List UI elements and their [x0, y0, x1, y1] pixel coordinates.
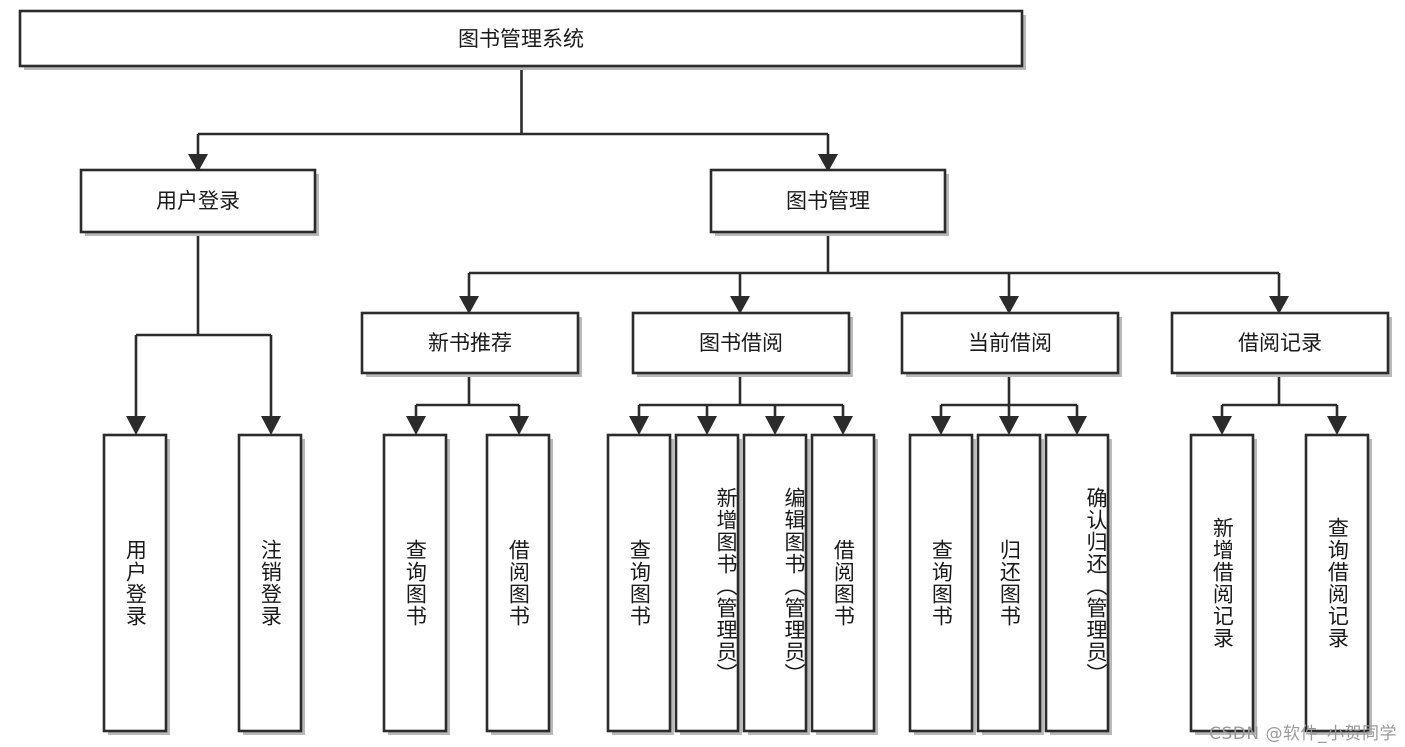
node-leaf-query-book-1[interactable]	[382, 433, 450, 735]
node-leaf-logout-login[interactable]	[237, 433, 305, 735]
arrow-leaf-query-book-1	[406, 416, 426, 435]
node-borrow-record-label: 借阅记录	[1238, 331, 1322, 355]
node-book-borrow-label: 图书借阅	[699, 331, 783, 355]
node-leaf-query-record[interactable]	[1304, 433, 1372, 735]
arrow-leaf-confirm-return	[1067, 416, 1087, 435]
connector-group-book-borrow	[629, 375, 853, 435]
node-leaf-edit-book-box[interactable]	[742, 433, 808, 733]
node-current-borrow-label: 当前借阅	[968, 331, 1052, 355]
arrow-leaf-add-book	[697, 416, 717, 435]
node-leaf-borrow-book-1-box[interactable]	[485, 433, 551, 733]
node-borrow-record[interactable]: 借阅记录	[1170, 311, 1392, 377]
node-leaf-query-book-3[interactable]	[908, 433, 976, 735]
node-leaf-query-record-box[interactable]	[1304, 433, 1370, 733]
node-leaf-add-record[interactable]	[1189, 433, 1257, 735]
node-borrow-record-box[interactable]	[1170, 311, 1390, 375]
node-leaf-user-login-box[interactable]	[102, 433, 168, 733]
arrow-to-borrow-record	[1269, 296, 1289, 314]
arrow-to-book-borrow	[730, 296, 750, 314]
arrow-leaf-borrow-book-2	[833, 416, 853, 435]
connector-group-current-borrow	[931, 375, 1087, 435]
csdn-watermark: CSDN @软件_小贺同学	[1209, 724, 1397, 744]
node-current-borrow-box[interactable]	[900, 311, 1120, 375]
arrow-to-current-borrow	[999, 296, 1019, 314]
node-current-borrow[interactable]: 当前借阅	[900, 311, 1122, 377]
node-leaf-query-book-1-box[interactable]	[382, 433, 448, 733]
arrow-leaf-borrow-book-1	[509, 416, 529, 435]
node-leaf-return-book-box[interactable]	[976, 433, 1042, 733]
node-leaf-return-book[interactable]	[976, 433, 1044, 735]
arrow-leaf-query-record	[1327, 416, 1347, 435]
arrow-to-new-book-recommend	[459, 296, 479, 314]
connector-group-root	[188, 66, 838, 172]
node-book-management-label: 图书管理	[786, 189, 870, 213]
node-user-login-box[interactable]	[79, 168, 317, 234]
node-leaf-add-record-box[interactable]	[1189, 433, 1255, 733]
node-leaf-add-book-box[interactable]	[674, 433, 740, 733]
node-book-management-box[interactable]	[709, 168, 947, 234]
arrow-leaf-add-record	[1212, 416, 1232, 435]
node-new-book-recommend-box[interactable]	[360, 311, 580, 375]
node-root[interactable]: 图书管理系统	[18, 9, 1026, 70]
node-new-book-recommend[interactable]: 新书推荐	[360, 311, 582, 377]
node-leaf-add-book[interactable]	[674, 433, 742, 735]
connector-group-new-book-recommend	[406, 375, 529, 435]
node-leaf-confirm-return[interactable]	[1044, 433, 1112, 735]
node-leaf-borrow-book-2[interactable]	[810, 433, 878, 735]
node-root-label: 图书管理系统	[458, 27, 584, 51]
arrow-leaf-logout-login	[261, 416, 281, 435]
node-user-login-label: 用户登录	[156, 189, 240, 213]
node-book-borrow-box[interactable]	[631, 311, 851, 375]
node-leaf-edit-book[interactable]	[742, 433, 810, 735]
connector-group-user-login	[126, 233, 281, 435]
node-leaf-confirm-return-box[interactable]	[1044, 433, 1110, 733]
node-root-box[interactable]	[18, 9, 1024, 68]
arrow-leaf-user-login	[126, 416, 146, 435]
node-book-management[interactable]: 图书管理	[709, 168, 949, 236]
arrow-leaf-edit-book	[765, 416, 785, 435]
arrow-leaf-query-book-2	[629, 416, 649, 435]
arrow-to-user-login	[188, 154, 208, 172]
arrow-leaf-query-book-3	[931, 416, 951, 435]
node-leaf-query-book-3-box[interactable]	[908, 433, 974, 733]
node-leaf-logout-login-box[interactable]	[237, 433, 303, 733]
node-leaf-user-login[interactable]	[102, 433, 170, 735]
connector-group-book-management	[459, 233, 1289, 314]
node-leaf-query-book-2[interactable]	[606, 433, 674, 735]
node-leaf-borrow-book-2-box[interactable]	[810, 433, 876, 733]
node-user-login[interactable]: 用户登录	[79, 168, 319, 236]
node-leaf-borrow-book-1[interactable]	[485, 433, 553, 735]
node-book-borrow[interactable]: 图书借阅	[631, 311, 853, 377]
arrow-to-book-management	[818, 154, 838, 172]
node-leaf-query-book-2-box[interactable]	[606, 433, 672, 733]
arrow-leaf-return-book	[999, 416, 1019, 435]
connector-group-borrow-record	[1212, 375, 1347, 435]
node-new-book-recommend-label: 新书推荐	[428, 331, 512, 355]
